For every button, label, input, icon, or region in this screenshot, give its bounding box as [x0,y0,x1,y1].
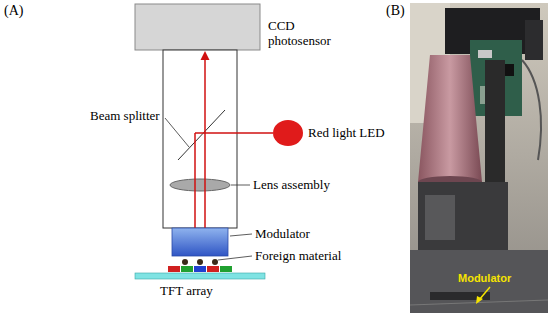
cable [522,60,541,160]
pixel [168,266,180,272]
ccd-photosensor [135,4,260,50]
component [478,50,492,58]
part-label: Modulator [255,226,310,241]
red-led [273,120,303,146]
beam-splitter [178,110,225,160]
part-label: CCD photosensor [268,18,348,48]
leader-line [230,234,252,236]
leader-line [165,118,189,147]
panel-label: (A) [4,3,23,19]
pixel [181,266,193,272]
photo-background [410,3,548,313]
part-label: Foreign material [255,248,341,263]
lower-body [425,195,455,240]
part-label: Red light LED [308,125,385,140]
light-path [204,58,206,250]
part-label: Lens assembly [253,177,330,192]
pixel [220,266,232,272]
photo-label: Modulator [458,272,511,285]
camera-side [525,20,543,60]
panel-label: (B) [386,3,405,19]
arrow-head [201,51,210,60]
optical-tube [163,50,237,228]
pixel [207,266,219,272]
lower-body [418,182,508,252]
stage [410,250,548,313]
pixel [194,266,206,272]
foreign-material [197,259,203,265]
leader-line [218,256,252,260]
part-label: Beam splitter [90,108,160,123]
part-label: TFT array [160,283,213,298]
tft-array [135,273,265,279]
lens-assembly [170,179,230,191]
arrow-head [476,296,483,304]
foreign-material [212,259,218,265]
light-path [195,132,273,134]
foreign-material [182,259,188,265]
leader-line [231,185,250,186]
lens-tube [418,55,482,182]
modulator [172,228,228,256]
